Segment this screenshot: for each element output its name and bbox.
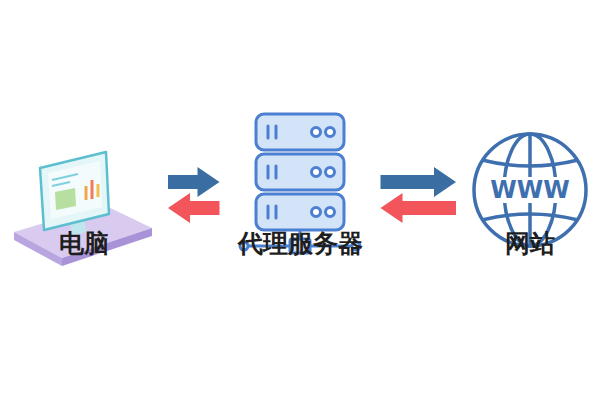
website-node: 网站 [470, 125, 590, 330]
arrow-shape [381, 193, 457, 223]
proxy-server-node: 代理服务器 [234, 105, 367, 330]
arrow-shape [168, 167, 220, 197]
flow-arrow [381, 193, 457, 223]
flow-arrow [168, 193, 220, 223]
node-label: 网站 [470, 227, 590, 260]
computer-node: 电脑 [14, 140, 154, 330]
arrow-shape [381, 167, 457, 197]
node-label: 电脑 [14, 227, 154, 260]
node-label: 代理服务器 [234, 227, 367, 260]
flow-arrow [168, 167, 220, 197]
arrow-shape [168, 193, 220, 223]
flow-arrow [381, 167, 457, 197]
globe-text: WWW [488, 177, 571, 203]
